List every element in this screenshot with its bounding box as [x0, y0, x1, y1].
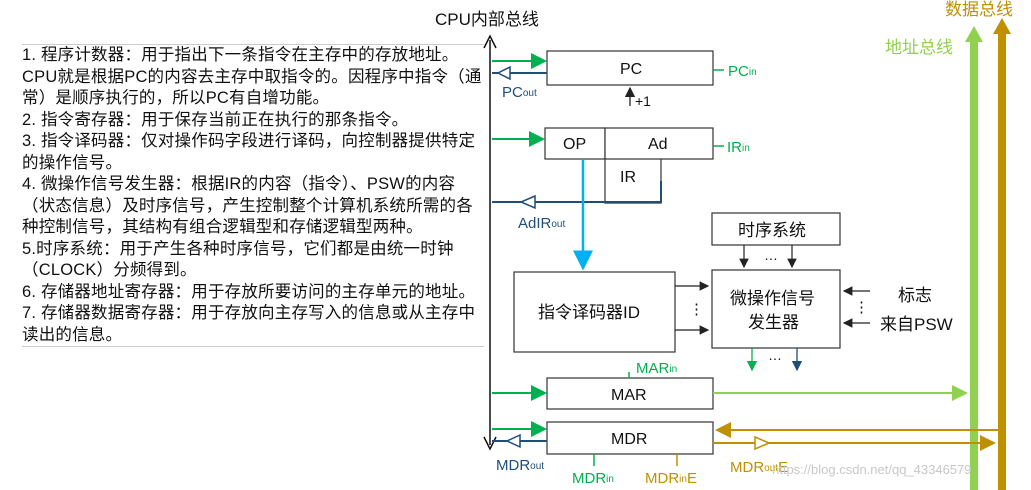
- mdr-out-label: MDRout: [496, 457, 544, 474]
- watermark: https://blog.csdn.net/qq_43346579: [772, 462, 972, 477]
- timing-label: 时序系统: [738, 221, 806, 240]
- mdr-label: MDR: [611, 431, 647, 448]
- internal-bus: [483, 34, 497, 451]
- pc-out-gate: [496, 65, 511, 81]
- mar-in-label: MARin: [636, 360, 677, 377]
- mdr-register: MDR: [546, 421, 714, 455]
- mdr-oute-gate: [754, 435, 771, 451]
- decoder-label: 指令译码器ID: [538, 303, 640, 322]
- data-bus-label: 数据总线: [945, 0, 1013, 19]
- pc-increment: +1: [635, 93, 651, 109]
- description-item-7: 7. 存储器数据寄存器：用于存放向主存写入的信息或从主存中读出的信息。: [22, 304, 476, 344]
- description-item-2: 2. 指令寄存器：用于保存当前正在执行的那条指令。: [22, 110, 409, 129]
- mdr-ine-label: MDRinE: [645, 470, 697, 487]
- mar-register: MAR: [546, 377, 714, 410]
- psw-flag-label-1: 标志: [898, 286, 932, 305]
- ir-register: OP Ad IR: [544, 127, 714, 204]
- adir-out-label: AdIRout: [518, 215, 565, 232]
- mdr-in-label: MDRin: [572, 470, 614, 487]
- description-item-5: 5.时序系统：用于产生各种时序信号，它们都是由统一时钟（CLOCK）分频得到。: [22, 239, 454, 280]
- instruction-decoder: 指令译码器ID: [513, 271, 676, 353]
- data-bus: [993, 18, 1011, 490]
- ir-label: IR: [620, 169, 636, 186]
- micro-op-label-1: 微操作信号: [730, 289, 815, 308]
- mar-label: MAR: [611, 387, 647, 404]
- description-item-4: 4. 微操作信号发生器：根据IR的内容（指令）、PSW的内容（状态信息）及时序信…: [22, 175, 473, 236]
- timing-dots: …: [764, 247, 778, 263]
- mdr-out-gate: [505, 433, 521, 449]
- timing-system: 时序系统: [711, 212, 841, 246]
- address-bus: [965, 26, 983, 490]
- ir-ad-field: Ad: [648, 136, 668, 153]
- description-item-6: 6. 存储器地址寄存器：用于存放所要访问的主存单元的地址。: [22, 282, 476, 301]
- micro-op-label-2: 发生器: [748, 313, 799, 332]
- psw-flag-label-2: 来自PSW: [880, 315, 953, 334]
- description-item-3: 3. 指令译码器：仅对操作码字段进行译码，向控制器提供特定的操作信号。: [22, 132, 476, 172]
- pc-register: PC: [546, 50, 714, 86]
- decoder-vdots: ⋮: [689, 301, 704, 318]
- internal-bus-label: CPU内部总线: [435, 10, 539, 29]
- pc-label: PC: [620, 61, 642, 78]
- pc-in-label: PCin: [728, 63, 757, 80]
- description-panel: 1. 程序计数器：用于指出下一条指令在主存中的存放地址。CPU就是根据PC的内容…: [22, 44, 484, 347]
- ir-in-label: IRin: [727, 139, 750, 156]
- ir-op-field: OP: [563, 136, 586, 153]
- mdr-oute-label: MDRoutE: [730, 459, 788, 476]
- pc-out-label: PCout: [502, 84, 537, 101]
- description-item-1: 1. 程序计数器：用于指出下一条指令在主存中的存放地址。CPU就是根据PC的内容…: [22, 46, 482, 107]
- micro-op-generator: 微操作信号 发生器: [711, 269, 841, 349]
- address-bus-label: 地址总线: [885, 38, 953, 57]
- psw-vdots: ⋮: [854, 299, 869, 316]
- adir-out-gate: [519, 194, 536, 210]
- micro-op-out-dots: …: [768, 347, 782, 363]
